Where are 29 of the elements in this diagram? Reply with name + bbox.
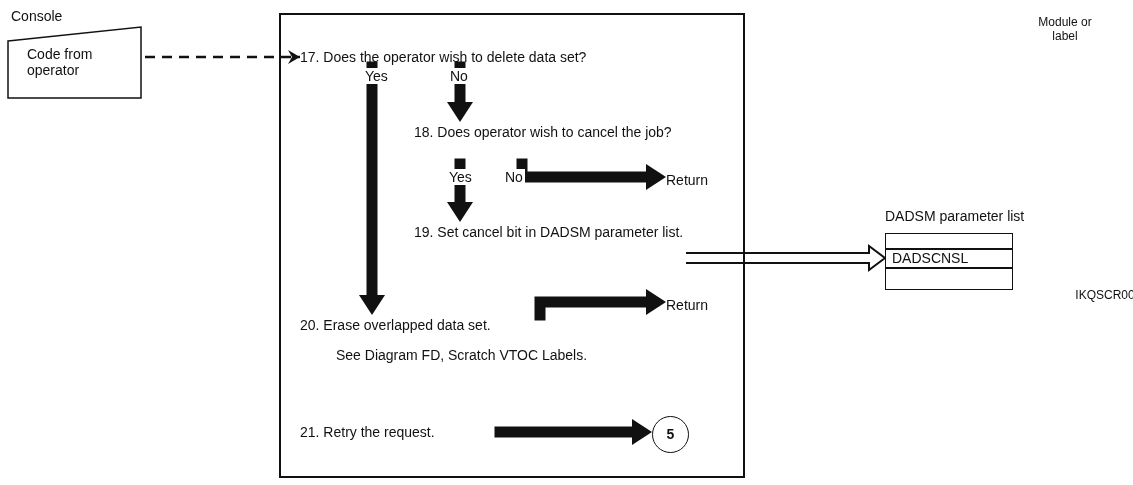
process-box	[279, 13, 745, 478]
arrow	[145, 50, 300, 64]
edge-label: No	[503, 169, 525, 185]
list-title: DADSM parameter list	[885, 208, 1025, 224]
edge-label: Yes	[363, 68, 390, 84]
step-text: 17. Does the operator wish to delete data set?	[300, 48, 588, 67]
edge-label: No	[448, 68, 470, 84]
return-text: Return	[666, 172, 709, 188]
step-text: 19. Set cancel bit in DADSM parameter list.	[414, 223, 685, 242]
list-row	[885, 233, 1013, 249]
arrow	[516, 158, 666, 190]
arrow	[685, 244, 887, 272]
list-row: DADSCNSL	[885, 249, 1013, 268]
column-heading: Module or label	[1037, 15, 1093, 43]
arrow	[447, 158, 473, 222]
return-text: Return	[666, 297, 709, 313]
step-text: 18. Does operator wish to cancel the job?	[414, 123, 673, 142]
arrow	[359, 61, 385, 315]
arrow	[447, 61, 473, 122]
arrow	[534, 289, 666, 321]
connector-circle: 5	[652, 416, 689, 453]
arrow	[494, 419, 652, 445]
step-text: 21. Retry the request.	[300, 423, 436, 442]
note-text: See Diagram FD, Scratch VTOC Labels.	[335, 346, 589, 365]
edge-label: Yes	[447, 169, 474, 185]
list-row	[885, 268, 1013, 290]
step-text: 20. Erase overlapped data set.	[300, 316, 492, 335]
console-label: Console	[11, 8, 63, 24]
input-text: Code from operator	[27, 46, 94, 78]
